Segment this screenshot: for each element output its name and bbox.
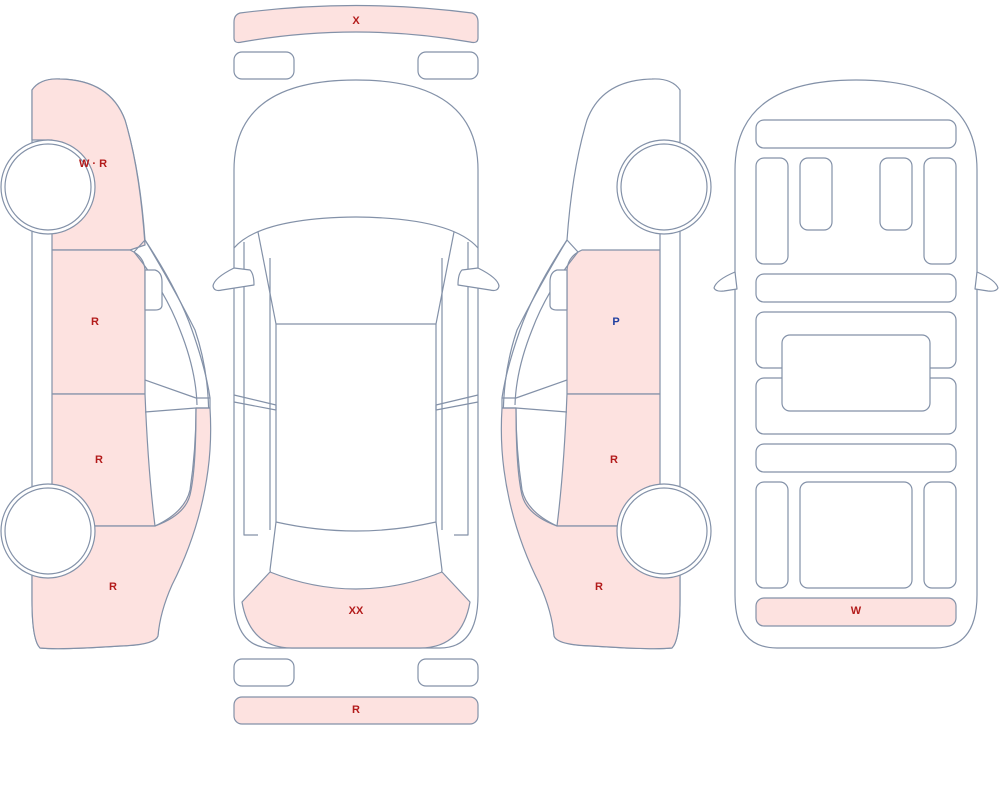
left-headlight (233, 51, 295, 80)
floor-view: W (713, 79, 999, 649)
left-taillight (233, 658, 295, 687)
right-rear-quarter-mark: R (595, 581, 603, 593)
right-rear-quarter[interactable] (500, 407, 681, 650)
right-front-door[interactable] (566, 249, 661, 395)
left-rear-quarter[interactable] (31, 407, 212, 650)
floor-front-panel (755, 119, 957, 149)
rear-hatch[interactable] (241, 571, 471, 649)
left-front-fender-mark: W · R (79, 158, 107, 170)
right-front-door-mark: P (612, 316, 619, 328)
floor-rear-panel[interactable] (755, 597, 957, 627)
right-rear-door-mark: R (610, 454, 618, 466)
rear-hatch-mark: XX (349, 605, 364, 617)
rear-bumper-mark: R (352, 704, 360, 716)
left-side-view: W · R R R R (0, 78, 212, 650)
right-side-view: P R R (500, 78, 712, 650)
right-headlight (417, 51, 479, 80)
left-front-door-mark: R (91, 316, 99, 328)
front-bumper-mark: X (352, 15, 360, 27)
floor-rear-panel-mark: W (851, 605, 862, 617)
top-view: X XX R (212, 4, 500, 725)
rear-bumper[interactable] (233, 696, 479, 725)
front-bumper[interactable] (233, 4, 479, 44)
left-front-door[interactable] (51, 249, 146, 395)
left-rear-quarter-mark: R (109, 581, 117, 593)
right-taillight (417, 658, 479, 687)
left-rear-door-mark: R (95, 454, 103, 466)
